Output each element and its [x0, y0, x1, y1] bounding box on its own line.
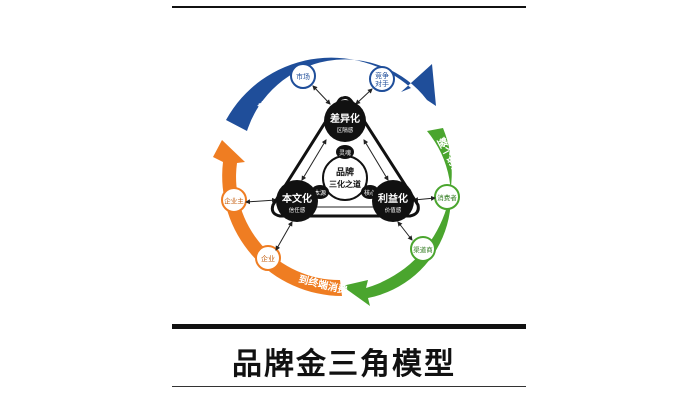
- svg-text:企业: 企业: [261, 254, 275, 263]
- svg-text:信任感: 信任感: [289, 206, 306, 214]
- svg-text:核心: 核心: [364, 189, 376, 197]
- caption-rule-bottom: [172, 386, 526, 387]
- green-arc-label: 整个销售链: [434, 134, 470, 186]
- bubble-market: 市场: [290, 63, 316, 89]
- caption-rule-top: [172, 324, 526, 329]
- svg-text:价值感: 价值感: [385, 206, 402, 214]
- node-differentiation: 差异化 区隔感: [324, 100, 366, 142]
- bubble-channel: 渠道商: [410, 236, 436, 262]
- blue-arc: [226, 57, 436, 132]
- bubble-competitor: 竞争 对手: [369, 66, 395, 92]
- node-benefit: 利益化 价值感: [372, 180, 414, 222]
- center-line2: 三化之道: [329, 179, 361, 189]
- connector-top: 灵魂: [336, 145, 354, 159]
- top-rule: [172, 6, 526, 8]
- bubble-company: 企业: [255, 245, 281, 271]
- svg-text:差异化: 差异化: [330, 112, 360, 125]
- svg-text:灵魂: 灵魂: [339, 149, 351, 157]
- svg-text:消费者: 消费者: [437, 193, 457, 202]
- svg-text:本文化: 本文化: [282, 192, 312, 205]
- svg-text:利益化: 利益化: [378, 192, 408, 205]
- center-line1: 品牌: [336, 166, 354, 178]
- node-culture: 本文化 信任感: [276, 180, 318, 222]
- outer-arrows: [245, 85, 436, 251]
- svg-text:对手: 对手: [375, 79, 389, 88]
- svg-text:渠道商: 渠道商: [413, 245, 433, 254]
- brand-triangle-diagram: 整个销售链 整个销售链 到终端消费 市场 竞争 对手 消费者 渠道商 企业 企业…: [213, 57, 470, 306]
- bubble-owner: 企业主: [221, 187, 247, 213]
- svg-text:竞争: 竞争: [375, 71, 389, 80]
- svg-text:企业主: 企业主: [224, 196, 244, 205]
- svg-text:市场: 市场: [296, 72, 310, 81]
- svg-text:本源: 本源: [314, 189, 326, 197]
- svg-text:区隔感: 区隔感: [337, 126, 354, 134]
- center-hub: 品牌 三化之道: [322, 155, 368, 201]
- bubble-consumer: 消费者: [434, 184, 460, 210]
- diagram-caption: 品牌金三角模型: [232, 347, 456, 382]
